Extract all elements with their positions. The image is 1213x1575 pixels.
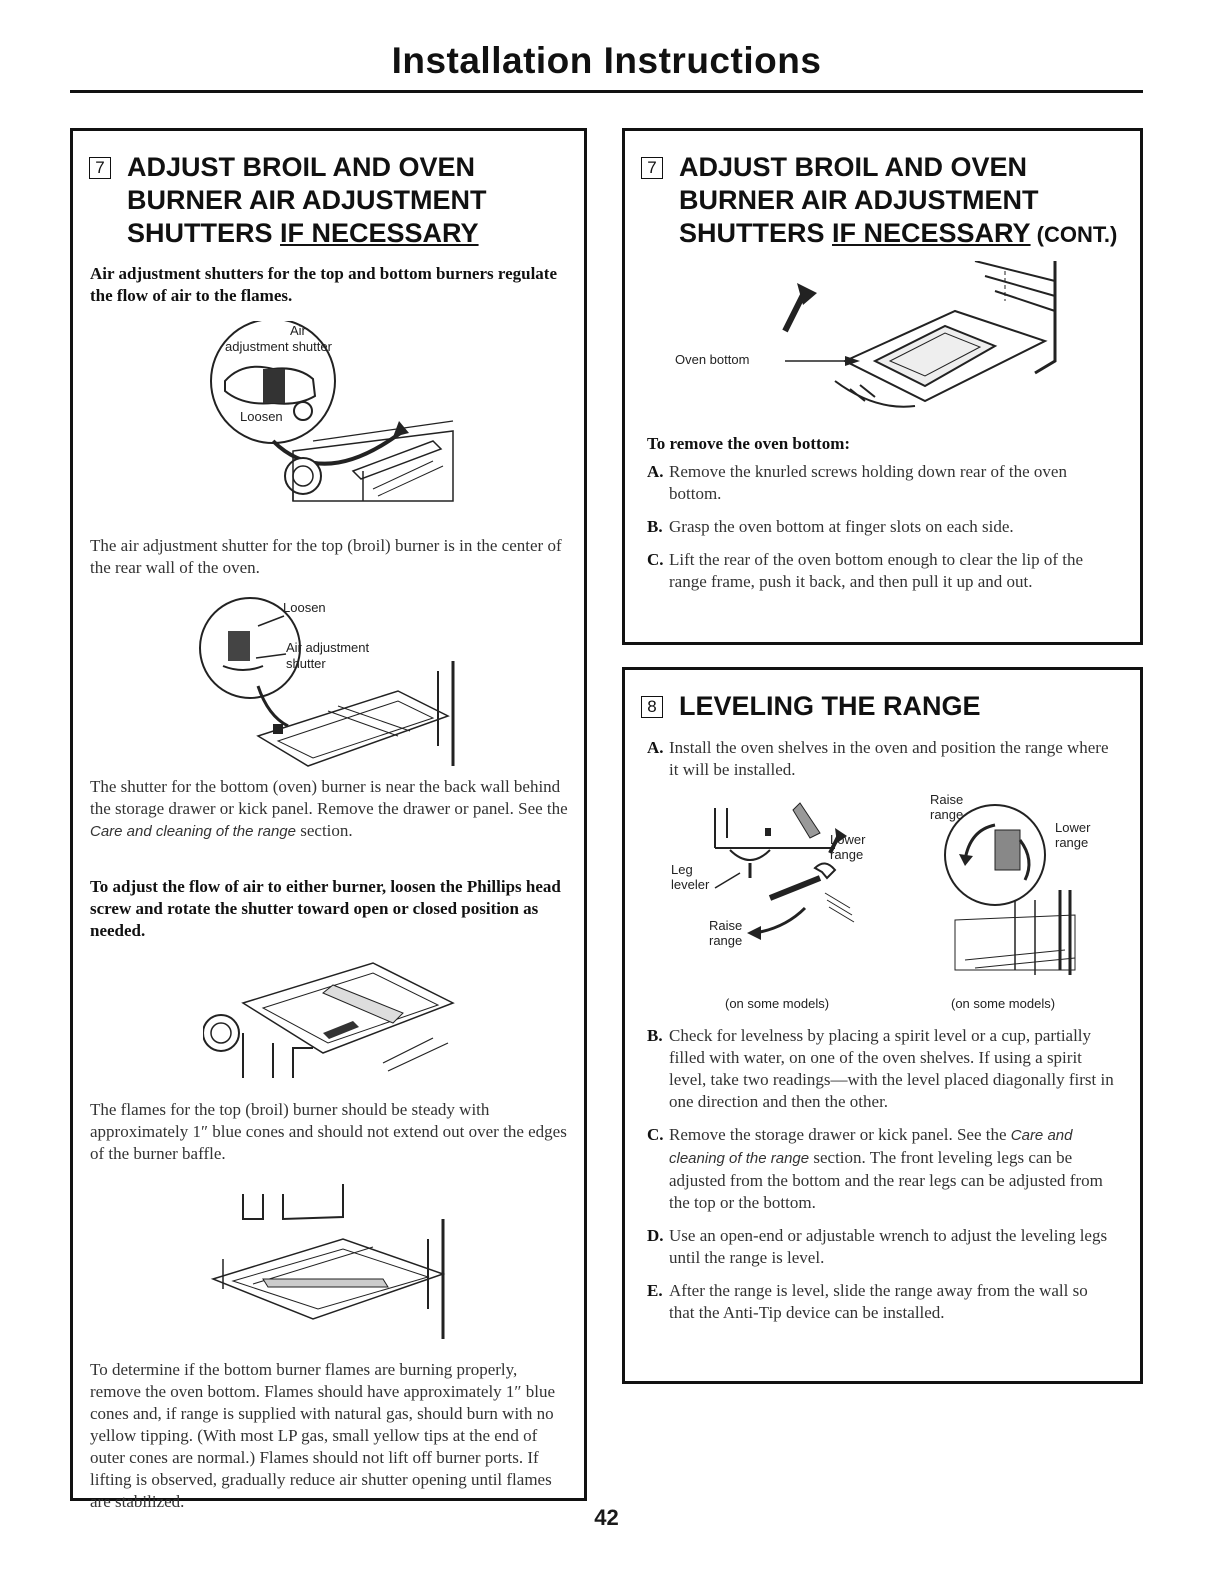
label-range: range xyxy=(830,847,864,862)
label-air: Air xyxy=(290,323,306,338)
page-number: 42 xyxy=(594,1505,619,1530)
rotate-arrow-icon xyxy=(959,854,973,866)
label-shutter: shutter xyxy=(286,656,326,671)
label-raise: Raise xyxy=(709,918,743,933)
step-number-box: 7 xyxy=(641,157,663,179)
step-d: D. Use an open-end or adjustable wrench … xyxy=(647,1226,1108,1267)
heading-text: LEVELING THE RANGE xyxy=(679,691,981,721)
label-leg: Leg xyxy=(671,862,693,877)
paragraph-broil-shutter: The air adjustment shutter for the top (… xyxy=(90,536,562,577)
left-arrow-icon xyxy=(747,926,761,940)
caption-on-some-models: (on some models) xyxy=(951,996,1056,1011)
rear-leg-illustration xyxy=(944,804,1076,975)
oven-flame-illustration xyxy=(210,1184,446,1339)
paragraph-bottom-shutter: The shutter for the bottom (oven) burner… xyxy=(90,777,568,840)
arrow-icon xyxy=(271,429,405,466)
label-loosen: Loosen xyxy=(283,600,326,615)
heading-line-3: SHUTTERS IF NECESSARY (CONT.) xyxy=(679,218,1118,248)
step-e: E. After the range is level, slide the r… xyxy=(647,1281,1088,1322)
up-arrow-icon xyxy=(797,283,817,305)
label-loosen: Loosen xyxy=(240,409,283,424)
paragraph-bottom-flames: To determine if the bottom burner flames… xyxy=(90,1360,556,1511)
label-oven-bottom: Oven bottom xyxy=(675,352,750,367)
leg-leveler-illustration xyxy=(714,802,855,940)
page-title: Installation Instructions xyxy=(391,40,822,81)
heading-line-2: BURNER AIR ADJUSTMENT xyxy=(679,185,1039,215)
label-air-adjustment: Air adjustment xyxy=(286,640,370,655)
section-adjust-shutters-cont: 7 ADJUST BROIL AND OVEN BURNER AIR ADJUS… xyxy=(622,128,1143,645)
step-number-box: 7 xyxy=(89,157,111,179)
step-b: B. Grasp the oven bottom at finger slots… xyxy=(647,517,1014,536)
step-number-box: 8 xyxy=(641,696,663,718)
heading-line-1: ADJUST BROIL AND OVEN xyxy=(127,152,476,182)
heading-line-1: ADJUST BROIL AND OVEN xyxy=(679,152,1028,182)
label-raise: Raise xyxy=(930,792,964,807)
title-rule xyxy=(70,90,1143,93)
intro-text: Air adjustment shutters for the top and … xyxy=(90,264,558,305)
steps-remove-oven-bottom: A. Remove the knurled screws holding dow… xyxy=(647,461,1117,604)
subheading-remove-oven-bottom: To remove the oven bottom: xyxy=(647,434,851,453)
heading-line-3: SHUTTERS IF NECESSARY xyxy=(127,218,479,248)
section-leveling-range: 8 LEVELING THE RANGE A. Install the oven… xyxy=(622,667,1143,1384)
broil-flame-illustration xyxy=(203,962,455,1078)
step-a: A. Remove the knurled screws holding dow… xyxy=(647,462,1067,503)
instruction-adjust-flow: To adjust the flow of air to either burn… xyxy=(90,877,561,940)
label-lower: Lower xyxy=(830,832,866,847)
label-adjustment-shutter: adjustment shutter xyxy=(225,339,332,354)
label-lower: Lower xyxy=(1055,820,1091,835)
paragraph-broil-flames: The flames for the top (broil) burner sh… xyxy=(90,1100,567,1163)
wrench-icon xyxy=(813,862,837,880)
label-range: range xyxy=(930,807,964,822)
steps-leveling: B. Check for levelness by placing a spir… xyxy=(647,1025,1117,1335)
step-b: B. Check for levelness by placing a spir… xyxy=(647,1026,1114,1111)
step-c: C. Lift the rear of the oven bottom enou… xyxy=(647,550,1084,591)
oven-bottom-illustration xyxy=(782,261,1057,408)
section-adjust-shutters: 7 ADJUST BROIL AND OVEN BURNER AIR ADJUS… xyxy=(70,128,587,1511)
up-arrow-icon xyxy=(835,828,847,843)
step-a: A. Install the oven shelves in the oven … xyxy=(647,738,1109,779)
broil-shutter-illustration xyxy=(210,321,454,502)
caption-on-some-models: (on some models) xyxy=(725,996,830,1011)
label-range: range xyxy=(1055,835,1089,850)
label-range: range xyxy=(709,933,743,948)
label-leveler: leveler xyxy=(671,877,710,892)
oven-shutter-illustration xyxy=(199,597,455,767)
step-c: C. Remove the storage drawer or kick pan… xyxy=(647,1125,1103,1212)
heading-line-2: BURNER AIR ADJUSTMENT xyxy=(127,185,487,215)
